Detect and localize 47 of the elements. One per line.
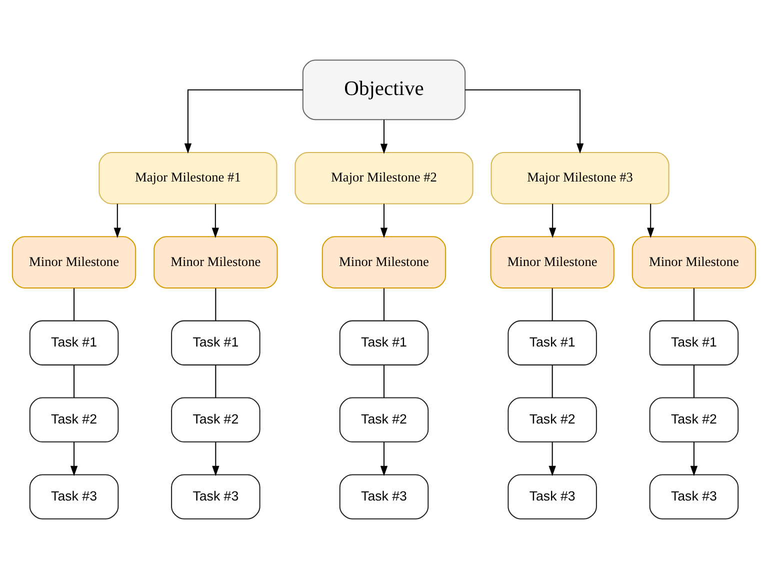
node-box: Task #2 bbox=[339, 396, 429, 442]
arrow bbox=[548, 442, 556, 476]
node-box: Task #1 bbox=[649, 320, 739, 365]
connector bbox=[383, 364, 385, 398]
arrow bbox=[690, 442, 698, 476]
node-box: Minor Milestone bbox=[632, 236, 756, 288]
node-box: Major Milestone #3 bbox=[490, 151, 670, 204]
node-box: Minor Milestone bbox=[154, 236, 278, 288]
node-box: Task #2 bbox=[171, 396, 260, 442]
arrow bbox=[548, 203, 556, 238]
node-box: Task #1 bbox=[29, 320, 119, 365]
node-box: Task #3 bbox=[29, 474, 119, 519]
node-box: Task #2 bbox=[508, 396, 597, 442]
node-box: Minor Milestone bbox=[12, 236, 136, 288]
arrow bbox=[212, 442, 220, 476]
arrow bbox=[380, 203, 388, 238]
connector bbox=[552, 288, 553, 320]
node-box: Task #1 bbox=[339, 320, 429, 365]
node-box: Task #3 bbox=[339, 474, 429, 519]
node-box: Task #3 bbox=[171, 474, 260, 519]
connector bbox=[74, 364, 75, 398]
connector bbox=[215, 364, 216, 398]
node-box: Task #2 bbox=[649, 396, 739, 442]
arrow bbox=[380, 442, 388, 476]
arrow bbox=[212, 203, 220, 238]
node-box: Objective bbox=[302, 59, 466, 120]
connector bbox=[215, 288, 216, 320]
node-box: Task #3 bbox=[649, 474, 739, 519]
arrow bbox=[184, 88, 303, 154]
connector bbox=[693, 288, 694, 320]
node-box: Task #2 bbox=[29, 396, 119, 442]
arrow bbox=[114, 203, 121, 238]
node-box: Task #1 bbox=[171, 320, 260, 365]
node-box: Minor Milestone bbox=[322, 236, 446, 288]
arrow bbox=[380, 119, 388, 154]
connector bbox=[552, 364, 553, 398]
node-box: Major Milestone #2 bbox=[294, 151, 474, 204]
node-box: Task #3 bbox=[508, 474, 597, 519]
connector bbox=[74, 288, 75, 320]
arrow bbox=[647, 203, 654, 238]
connector bbox=[383, 288, 385, 320]
arrow bbox=[70, 442, 78, 476]
node-box: Minor Milestone bbox=[490, 236, 614, 288]
node-box: Major Milestone #1 bbox=[98, 151, 278, 204]
node-box: Task #1 bbox=[508, 320, 597, 365]
connector bbox=[693, 364, 694, 398]
arrow bbox=[465, 88, 584, 154]
